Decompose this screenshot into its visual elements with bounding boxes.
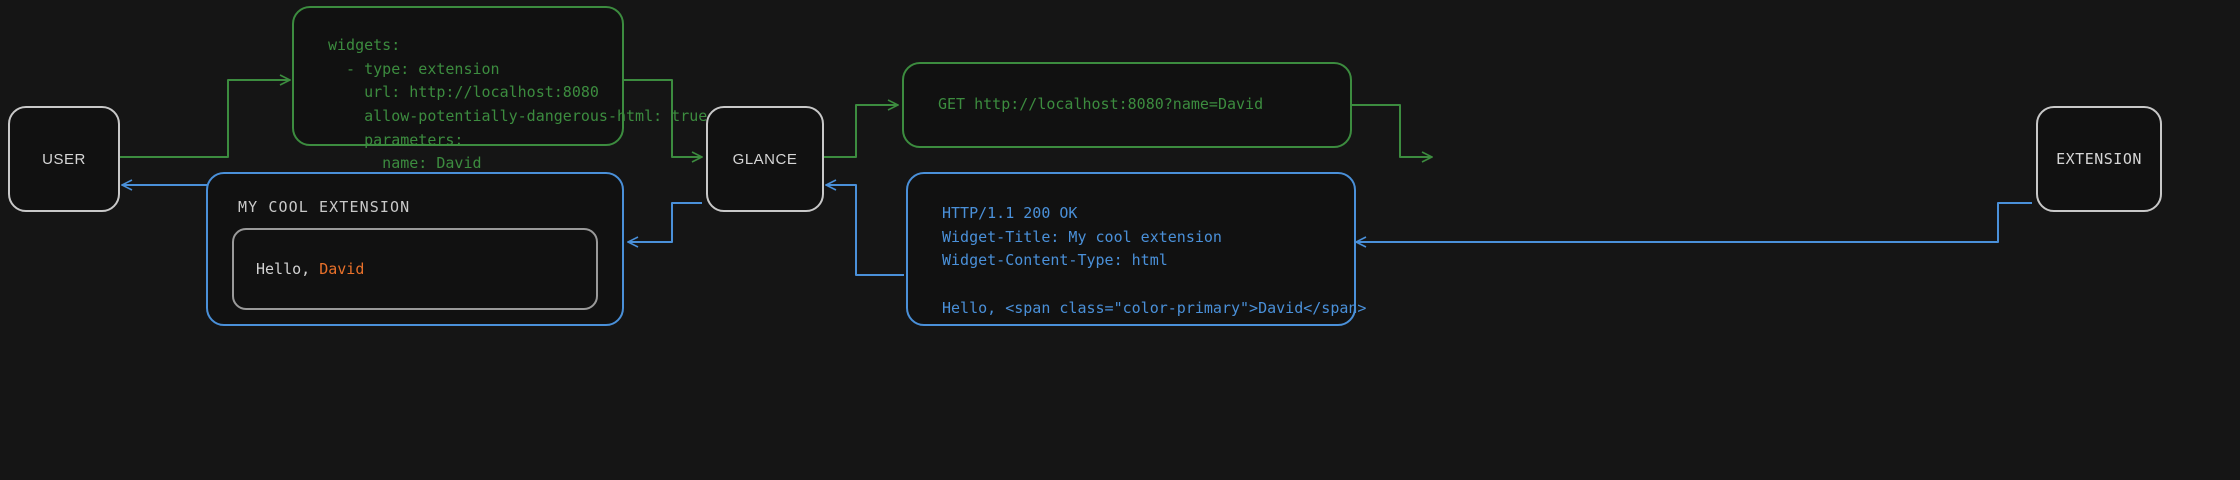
wire-request-to-extension [1352,104,1432,157]
node-user[interactable]: USER [8,106,120,212]
widget-preview-body: Hello, David [232,228,598,310]
wire-glance-to-request [824,105,898,158]
message-http-response: HTTP/1.1 200 OK Widget-Title: My cool ex… [906,172,1367,326]
message-http-request: GET http://localhost:8080?name=David [902,62,1352,148]
widget-greeting-text: Hello, David [256,260,364,278]
widget-preview-card[interactable]: MY COOL EXTENSION Hello, David [206,172,624,326]
widget-greeting-prefix: Hello, [256,260,320,278]
node-extension[interactable]: EXTENSION [2036,106,2162,212]
widget-greeting-accent: David [319,260,365,278]
wire-glance-to-widget [628,202,702,242]
wire-extension-to-response [1356,202,2032,242]
message-config-yaml: widgets: - type: extension url: http://l… [292,6,707,172]
node-extension-label: EXTENSION [2056,150,2142,168]
node-glance[interactable]: GLANCE [706,106,824,212]
wire-response-to-glance [826,185,904,276]
node-glance-label: GLANCE [732,150,798,168]
config-yaml-text: widgets: - type: extension url: http://l… [328,36,708,173]
node-user-label: USER [42,150,86,168]
http-response-text: HTTP/1.1 200 OK Widget-Title: My cool ex… [942,204,1367,317]
widget-preview-title: MY COOL EXTENSION [238,198,411,216]
wire-user-to-config [120,80,290,158]
http-request-text: GET http://localhost:8080?name=David [938,95,1264,114]
